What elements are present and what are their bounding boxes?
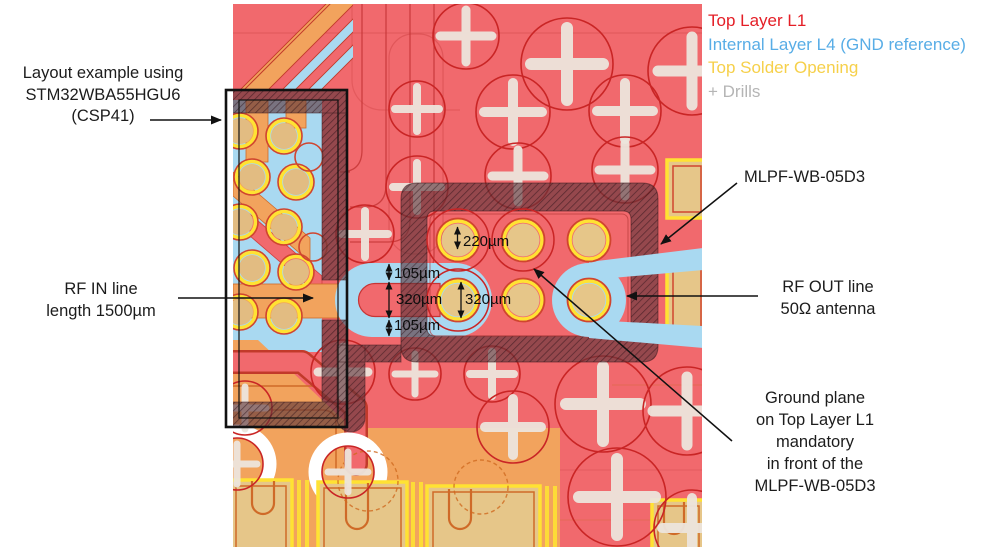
layout-example-label: Layout example using STM32WBA55HGU6 (CSP… bbox=[22, 64, 184, 125]
mlpf-arrow bbox=[660, 182, 738, 245]
right-pads bbox=[665, 158, 702, 335]
top-left-traces bbox=[238, 4, 353, 91]
legend-top-layer: Top Layer L1 bbox=[708, 11, 807, 30]
bottom-pads bbox=[233, 450, 702, 547]
legend: Top Layer L1 Internal Layer L4 (GND refe… bbox=[708, 9, 966, 103]
pcb-image bbox=[233, 4, 702, 547]
legend-internal-layer: Internal Layer L4 (GND reference) bbox=[708, 34, 966, 54]
chip-pads bbox=[233, 112, 328, 335]
dimension-annotations bbox=[385, 226, 465, 337]
dim-320um-pad: 320µm bbox=[465, 291, 511, 308]
rf-in-label: RF IN line length 1500µm bbox=[46, 280, 156, 320]
ground-plane-arrow bbox=[533, 268, 733, 442]
dim-320um-line: 320µm bbox=[396, 291, 442, 308]
dim-105um-bottom: 105µm bbox=[394, 317, 440, 334]
chip-outline bbox=[224, 88, 349, 429]
ground-plane-label: Ground plane on Top Layer L1 mandatory i… bbox=[754, 389, 876, 495]
dim-105um-top: 105µm bbox=[394, 265, 440, 282]
callout-arrows bbox=[150, 115, 758, 442]
legend-solder-opening: Top Solder Opening bbox=[708, 58, 859, 77]
legend-drills: + Drills bbox=[708, 81, 761, 101]
rf-out-label: RF OUT line 50Ω antenna bbox=[780, 278, 876, 318]
mlpf-label: MLPF-WB-05D3 bbox=[744, 168, 866, 186]
dimension-labels: 220µm 105µm 320µm 320µm 105µm bbox=[394, 233, 511, 334]
dim-220um: 220µm bbox=[463, 233, 509, 250]
